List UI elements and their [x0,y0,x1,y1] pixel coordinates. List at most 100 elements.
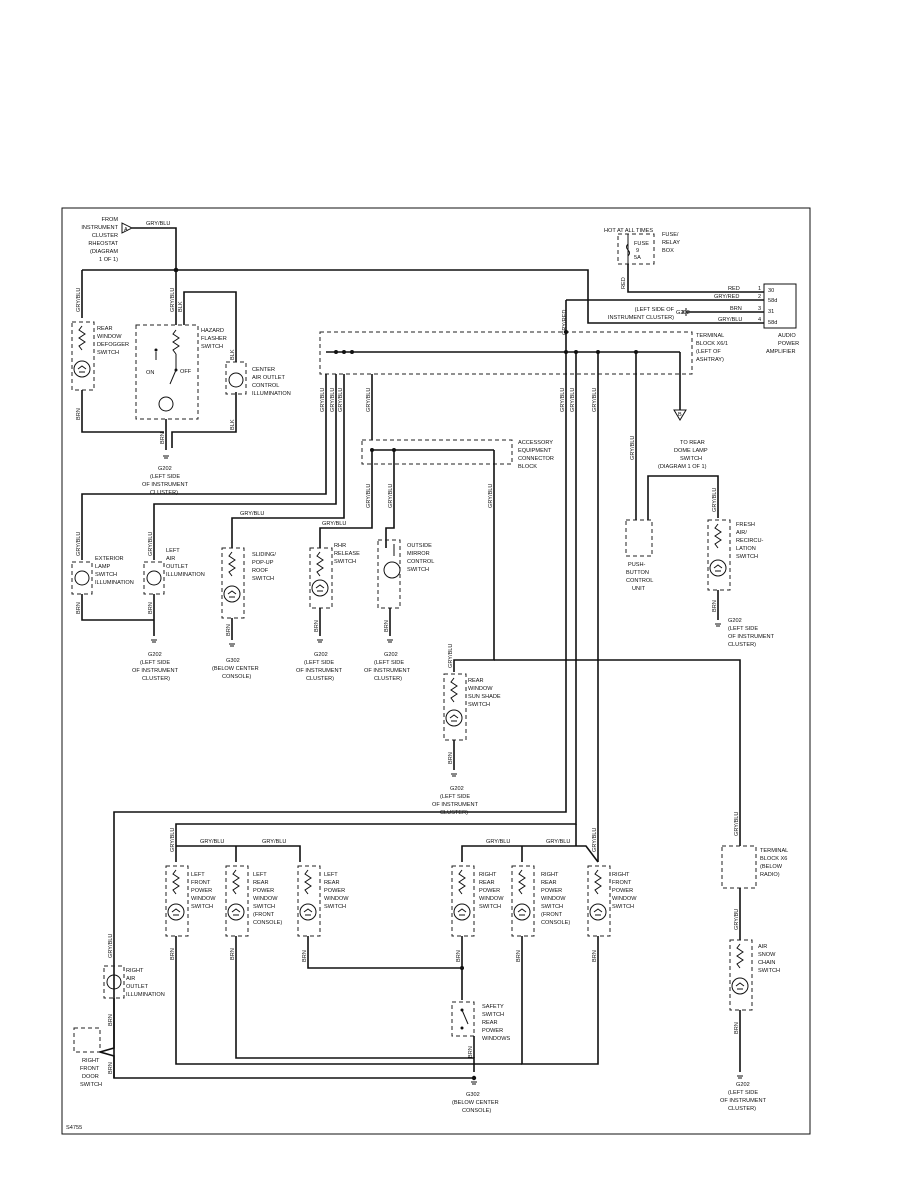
svg-text:BRN: BRN [448,752,454,764]
svg-text:BRN: BRN [160,432,166,444]
rear-window-defogger-switch: REAR WINDOW DEFOGGER SWITCH [71,321,129,391]
svg-text:BRN: BRN [170,948,176,960]
svg-text:GRY/BLU: GRY/BLU [366,388,372,412]
amp-ground: G202 (LEFT SIDE OF INSTRUMENT CLUSTER) [608,307,690,321]
svg-text:SWITCH: SWITCH [758,968,780,974]
svg-text:GRY/BLU: GRY/BLU [108,934,114,958]
svg-text:BOX: BOX [662,248,674,254]
wire-sunroof [231,374,345,548]
svg-text:ILLUMINATION: ILLUMINATION [95,580,134,586]
svg-text:POWER: POWER [482,1028,503,1034]
svg-text:CONSOLE): CONSOLE) [462,1108,491,1114]
svg-text:GRY/BLU: GRY/BLU [546,839,570,845]
svg-text:BUTTON: BUTTON [626,570,649,576]
svg-text:GRY/BLU: GRY/BLU [592,388,598,412]
svg-text:GRY/BLU: GRY/BLU [486,839,510,845]
svg-text:CONSOLE): CONSOLE) [253,920,282,926]
svg-text:CLUSTER): CLUSTER) [142,676,170,682]
svg-text:RIGHT: RIGHT [612,872,630,878]
svg-text:GRY/BLU: GRY/BLU [240,511,264,517]
svg-text:G202: G202 [148,652,162,658]
right-front-power-window-switch: RIGHT FRONT POWER WINDOW SWITCH [587,865,637,937]
right-rear-power-window-switch: RIGHT REAR POWER WINDOW SWITCH [451,865,504,937]
fresh-air-recirculation-switch: FRESH AIR/ RECIRCU- LATION SWITCH [707,519,763,591]
svg-text:OF INSTRUMENT: OF INSTRUMENT [364,668,411,674]
svg-text:30: 30 [768,288,774,294]
svg-text:BLOCK X6/1: BLOCK X6/1 [696,341,728,347]
svg-text:BRN: BRN [730,306,742,312]
svg-text:OF INSTRUMENT: OF INSTRUMENT [728,634,775,640]
svg-text:OUTLET: OUTLET [166,564,189,570]
wire-rhr [319,470,373,548]
svg-text:(LEFT SIDE OF: (LEFT SIDE OF [635,307,675,313]
svg-text:31: 31 [768,309,774,315]
svg-text:SWITCH: SWITCH [191,904,213,910]
ground-g202-rhr: G202 (LEFT SIDE OF INSTRUMENT CLUSTER) [296,639,343,682]
svg-text:SWITCH: SWITCH [324,904,346,910]
svg-text:SUN SHADE: SUN SHADE [468,694,501,700]
svg-text:ILLUMINATION: ILLUMINATION [126,992,165,998]
svg-text:SWITCH: SWITCH [612,904,634,910]
svg-text:(BELOW: (BELOW [760,864,783,870]
svg-text:REAR: REAR [324,880,340,886]
svg-text:(DIAGRAM: (DIAGRAM [90,249,118,255]
ground-g202-snow: G202 (LEFT SIDE OF INSTRUMENT CLUSTER) [720,1075,767,1112]
svg-text:LEFT: LEFT [166,548,180,554]
svg-text:BRN: BRN [456,950,462,962]
svg-text:SWITCH: SWITCH [201,344,223,350]
svg-text:BRN: BRN [384,620,390,632]
wire-source-gry-blu [132,227,177,270]
svg-text:RHR: RHR [334,543,346,549]
svg-text:SWITCH: SWITCH [736,554,758,560]
svg-text:LEFT: LEFT [253,872,267,878]
svg-text:CENTER: CENTER [252,367,275,373]
svg-text:SWITCH: SWITCH [482,1012,504,1018]
svg-text:GRY/BLU: GRY/BLU [448,644,454,668]
svg-text:ILLUMINATION: ILLUMINATION [252,391,291,397]
fuse-relay-box: HOT AT ALL TIMES FUSE 9 5A FUSE/ RELAY B… [604,228,680,265]
svg-text:FUSE: FUSE [634,241,649,247]
svg-text:GRY/BLU: GRY/BLU [170,288,176,312]
svg-text:GRY/RED: GRY/RED [562,310,568,335]
svg-text:RELAY: RELAY [662,240,680,246]
svg-text:GRY/BLU: GRY/BLU [560,388,566,412]
svg-text:POWER: POWER [253,888,274,894]
svg-text:SLIDING/: SLIDING/ [252,552,276,558]
svg-text:3: 3 [758,306,761,312]
svg-text:G302: G302 [226,658,240,664]
svg-text:BRN: BRN [516,950,522,962]
svg-text:G202: G202 [314,652,328,658]
svg-text:GRY/BLU: GRY/BLU [734,812,740,836]
svg-text:(FRONT: (FRONT [541,912,563,918]
svg-text:AIR: AIR [126,976,135,982]
svg-text:ASHTRAY): ASHTRAY) [696,357,724,363]
svg-text:AIR: AIR [166,556,175,562]
svg-text:(LEFT SIDE: (LEFT SIDE [304,660,334,666]
ground-g202-sunshade: G202 (LEFT SIDE OF INSTRUMENT CLUSTER) [432,773,479,816]
svg-text:OF INSTRUMENT: OF INSTRUMENT [142,482,189,488]
svg-text:SWITCH: SWITCH [407,567,429,573]
push-button-control-unit: PUSH- BUTTON CONTROL UNIT [625,519,653,592]
svg-text:CLUSTER): CLUSTER) [728,642,756,648]
svg-text:SWITCH: SWITCH [95,572,117,578]
svg-text:AIR/: AIR/ [736,530,747,536]
svg-text:BRN: BRN [302,950,308,962]
svg-text:GRY/BLU: GRY/BLU [338,388,344,412]
svg-text:GRY/BLU: GRY/BLU [330,388,336,412]
svg-text:AIR: AIR [758,944,767,950]
svg-text:LATION: LATION [736,546,756,552]
svg-text:LEFT: LEFT [191,872,205,878]
svg-text:GRY/BLU: GRY/BLU [146,221,170,227]
svg-text:BRN: BRN [712,600,718,612]
svg-text:WINDOW: WINDOW [612,896,637,902]
svg-text:G202: G202 [728,618,742,624]
svg-text:WINDOW: WINDOW [541,896,566,902]
svg-text:CLUSTER): CLUSTER) [374,676,402,682]
svg-text:CLUSTER): CLUSTER) [306,676,334,682]
wire-fuse-red [627,264,764,293]
svg-text:1 OF 1): 1 OF 1) [99,257,118,263]
svg-text:GRY/BLU: GRY/BLU [388,484,394,508]
from-cluster-source: FROM INSTRUMENT CLUSTER RHEOSTAT (DIAGRA… [81,217,134,263]
svg-text:SWITCH: SWITCH [479,904,501,910]
